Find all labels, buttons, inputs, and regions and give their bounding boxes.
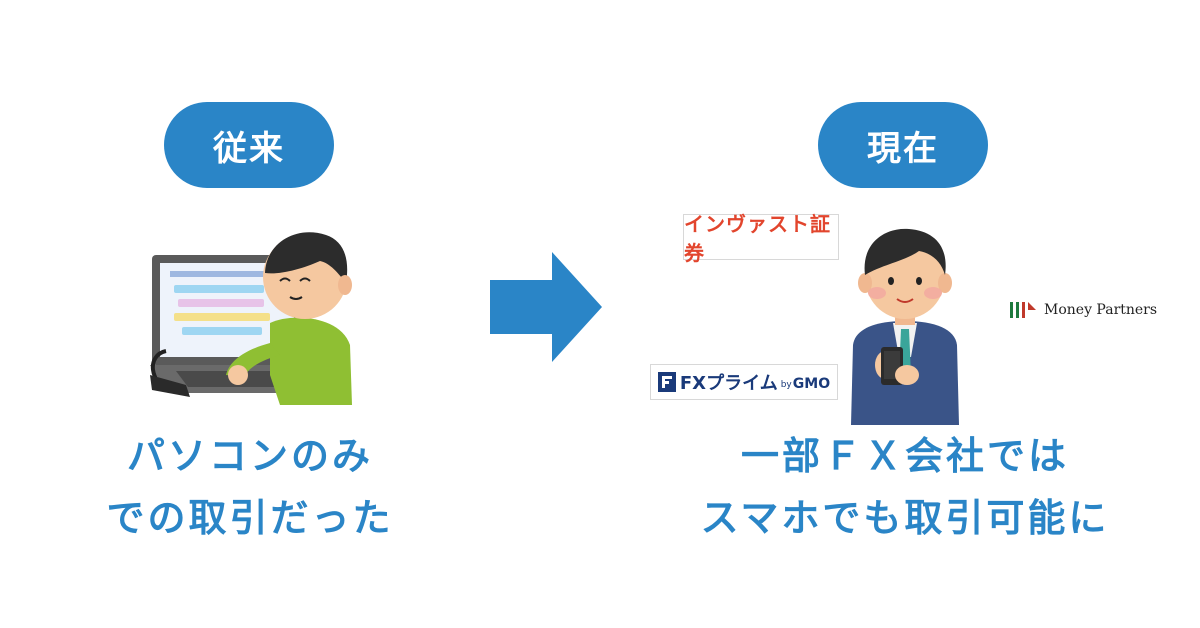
invast-logo-text: インヴァスト証券 [684, 212, 831, 265]
badge-now-label: 現在 [867, 128, 939, 169]
caption-now: 一部ＦＸ会社では スマホでも取引可能に [600, 425, 1200, 549]
caption-before-line1: パソコンのみ [126, 434, 373, 478]
money-partners-logo-text: Money Partners [1044, 302, 1158, 318]
fxprime-logo: FXプライム by GMO [650, 364, 838, 400]
caption-before-line2: での取引だった [106, 496, 394, 540]
money-partners-mark-icon [1010, 302, 1036, 318]
fxprime-logo-text: FXプライム [679, 373, 778, 394]
invast-logo: インヴァスト証券 [683, 212, 839, 265]
pc-user-illustration [150, 232, 352, 405]
fxprime-mark-icon [657, 372, 676, 392]
badge-now: 現在 [818, 102, 988, 188]
money-partners-logo: Money Partners [1008, 298, 1158, 322]
fxprime-gmo-text: GMO [792, 375, 831, 392]
fxprime-by-text: by [780, 380, 792, 390]
right-arrow-icon [490, 252, 602, 362]
caption-now-line1: 一部ＦＸ会社では [740, 434, 1069, 478]
caption-before: パソコンのみ での取引だった [60, 425, 440, 549]
smartphone-user-illustration [851, 228, 959, 425]
caption-now-line2: スマホでも取引可能に [700, 496, 1110, 540]
badge-before-label: 従来 [213, 128, 285, 169]
badge-before: 従来 [164, 102, 334, 188]
